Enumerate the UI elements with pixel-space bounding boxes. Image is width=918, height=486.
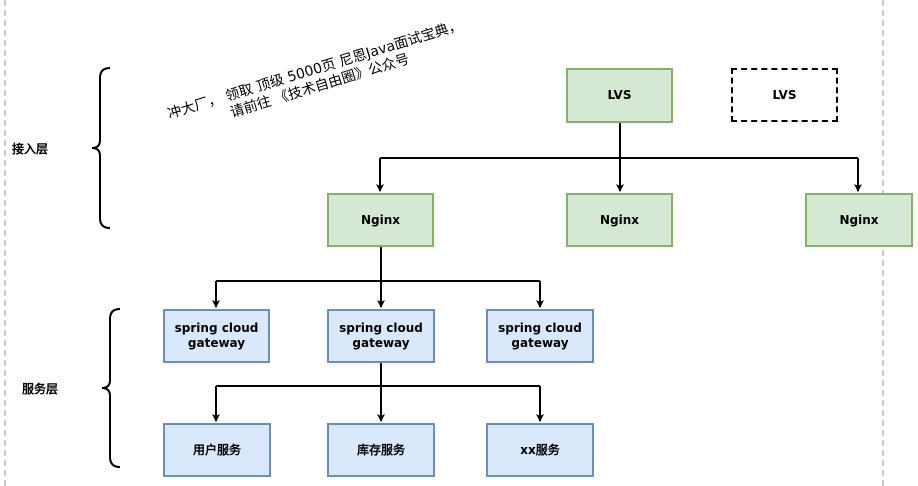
access-layer-label: 接入层: [12, 142, 49, 156]
gateway-node-3[interactable]: spring cloud gateway: [486, 309, 594, 363]
gateway-node-1[interactable]: spring cloud gateway: [163, 309, 270, 363]
gateway-node-3-line-2: gateway: [511, 336, 569, 350]
gateway-node-2[interactable]: spring cloud gateway: [327, 309, 435, 363]
lvs-node-main[interactable]: LVS: [566, 68, 673, 123]
nginx-node-2[interactable]: Nginx: [566, 193, 673, 247]
gateway-node-1-line-2: gateway: [187, 336, 246, 350]
nginx-node-3[interactable]: Nginx: [805, 193, 913, 247]
left-guide-line: [4, 0, 6, 486]
lvs-to-nginx-connectors: [376, 122, 862, 192]
gateway-node-2-line-1: spring cloud: [339, 321, 423, 335]
gateway-to-service-connectors: [212, 362, 544, 422]
service-layer-brace: [101, 308, 121, 468]
lvs-node-backup[interactable]: LVS: [731, 68, 838, 122]
gateway-node-3-line-1: spring cloud: [498, 321, 582, 335]
access-layer-brace: [91, 67, 111, 229]
gateway-node-2-line-2: gateway: [352, 336, 410, 350]
nginx-node-1[interactable]: Nginx: [327, 193, 434, 247]
gateway-node-1-line-1: spring cloud: [174, 321, 259, 335]
stock-service-node[interactable]: 库存服务: [327, 423, 435, 477]
nginx-to-gateway-connectors: [212, 246, 544, 308]
user-service-node[interactable]: 用户服务: [163, 423, 271, 477]
service-layer-label: 服务层: [22, 382, 59, 396]
xx-service-node[interactable]: xx服务: [486, 423, 594, 477]
